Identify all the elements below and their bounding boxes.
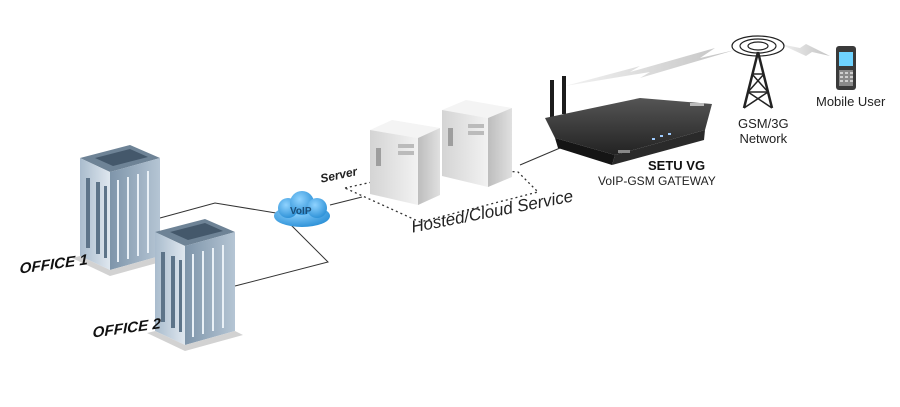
voip-label: VoIP <box>290 206 312 217</box>
link-service-to-gateway <box>519 147 561 166</box>
office-1-building-icon <box>72 145 168 276</box>
gsm-tower-icon <box>731 35 785 109</box>
gsm-network-label: GSM/3G Network <box>738 116 789 146</box>
link-office1-to-voip <box>159 202 283 219</box>
mobile-user-label: Mobile User <box>816 94 886 109</box>
gsm-network-label-line1: GSM/3G <box>738 116 789 131</box>
link-office2-to-voip <box>234 215 329 287</box>
wireless-signal-tower-to-mobile <box>780 44 830 56</box>
gsm-network-label-line2: Network <box>739 131 788 146</box>
setu-vg-gateway-icon <box>545 76 712 165</box>
server-2-icon <box>442 100 512 187</box>
office-2-building-icon <box>147 219 243 351</box>
mobile-phone-icon <box>836 46 856 90</box>
gateway-type-label: VoIP-GSM GATEWAY <box>598 174 716 188</box>
connection-lines <box>159 147 561 287</box>
gateway-name-label: SETU VG <box>648 158 706 173</box>
voip-cloud-icon <box>274 191 330 227</box>
wireless-signal-gateway-to-tower <box>565 48 735 86</box>
server-1-icon <box>370 120 440 205</box>
link-voip-to-server <box>329 196 363 206</box>
